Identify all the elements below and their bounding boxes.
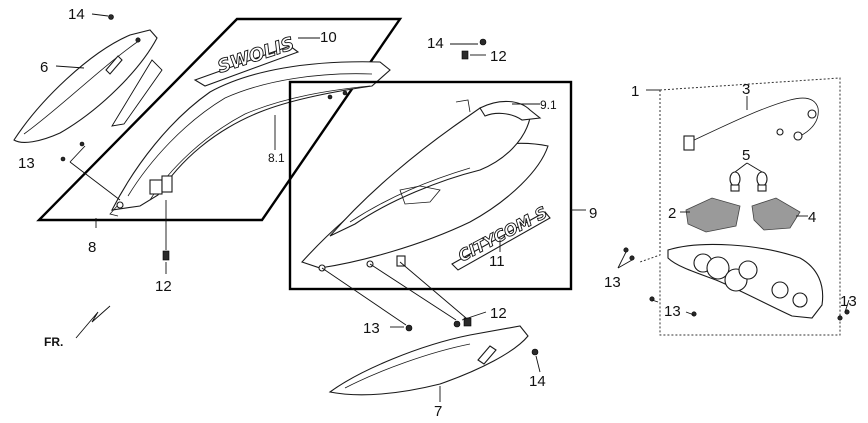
screw-13-left	[60, 141, 85, 162]
screw-13-bottom-mid	[405, 324, 413, 332]
callout-12c: 12	[490, 305, 507, 322]
screw-14-top-left	[108, 14, 114, 20]
callout-3: 3	[742, 81, 750, 98]
callout-13d: 13	[664, 303, 681, 320]
callout-13b: 13	[363, 320, 380, 337]
callout-4: 4	[808, 209, 816, 226]
fr-label: FR.	[44, 335, 63, 349]
screw-14-top-mid	[479, 38, 487, 46]
group-frame-8	[36, 17, 403, 222]
screw-13-right	[623, 247, 850, 321]
nut-12-left	[162, 250, 170, 261]
callout-1: 1	[631, 83, 639, 100]
group-frame-1	[639, 77, 841, 336]
callout-9: 9	[589, 205, 597, 222]
lower-cover-7	[328, 325, 529, 396]
callout-11: 11	[489, 253, 505, 270]
screw-14-bottom	[531, 348, 539, 356]
callout-14a: 14	[68, 6, 85, 23]
callout-13e: 13	[840, 293, 857, 310]
nut-12-bottom	[453, 317, 472, 328]
side-cover-6	[13, 29, 158, 143]
callout-8-1: 8.1	[268, 151, 285, 165]
leader-lines	[55, 13, 850, 402]
callout-10: 10	[320, 29, 337, 46]
callout-13a: 13	[18, 155, 35, 172]
callout-6: 6	[40, 59, 48, 76]
callout-12b: 12	[490, 48, 507, 65]
group-frame-9	[288, 80, 573, 291]
side-cover-9	[301, 99, 549, 272]
front-direction-marker: FR.	[44, 305, 111, 349]
callout-8: 8	[88, 239, 96, 256]
bulbs-5	[729, 171, 768, 192]
callout-14c: 14	[529, 373, 546, 390]
callout-12a: 12	[155, 278, 172, 295]
lamp-housing	[667, 243, 824, 319]
lens-2	[685, 197, 741, 233]
side-cover-8-1	[109, 61, 391, 217]
nut-12-top	[461, 50, 469, 60]
callout-2: 2	[668, 205, 676, 222]
callout-13c: 13	[604, 274, 621, 291]
callout-9-1: 9.1	[540, 98, 557, 112]
callout-14b: 14	[427, 35, 444, 52]
callout-7: 7	[434, 403, 442, 420]
callout-5: 5	[742, 147, 750, 164]
wiring-harness-3	[683, 97, 819, 151]
lens-4	[751, 197, 801, 231]
